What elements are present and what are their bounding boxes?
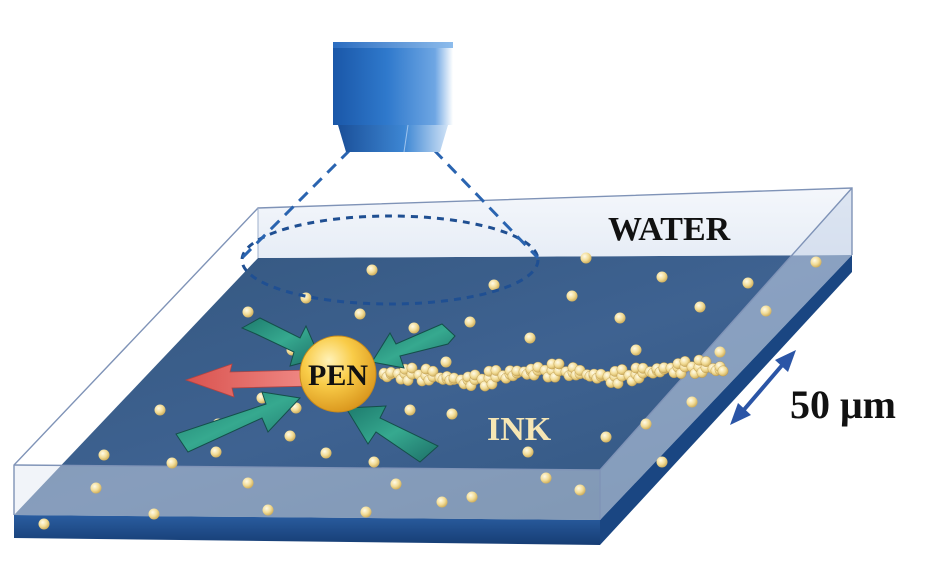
ink-particle [715,347,726,358]
ink-particle [601,432,612,443]
ink-particle [743,278,754,289]
ink-particle [615,313,626,324]
ink-particle [167,458,178,469]
ink-particle [243,478,254,489]
ink-particle [641,419,652,430]
objective-top-rim [333,42,453,48]
water-label: WATER [608,211,731,248]
ink-particle [581,253,592,264]
ink-particle [465,317,476,328]
ink-particle [525,333,536,344]
ink-particle [369,457,380,468]
ink-particle [523,447,534,458]
ink-particle [391,479,402,490]
ink-particle [155,405,166,416]
ink-particle [687,397,698,408]
ink-label: INK [487,411,552,448]
ink-particle [567,291,578,302]
ink-particle [761,306,772,317]
ink-particle [447,409,458,420]
scale-bar-label: 50 μm [790,382,896,427]
trail-particle [718,366,728,376]
ink-particle [441,357,452,368]
water-front-face [14,465,600,520]
ink-particle [321,448,332,459]
pen-label: PEN [308,359,368,392]
pen-particle: PEN [300,336,376,412]
objective-lens-icon [333,42,453,125]
ink-particle [811,257,822,268]
ink-particle [211,447,222,458]
ink-particle [285,431,296,442]
ink-particle [355,309,366,320]
ink-particle [437,497,448,508]
ink-particle [361,507,372,518]
ink-particle [631,345,642,356]
ink-particle [367,265,378,276]
ink-particle [657,457,668,468]
objective-nose [338,125,448,152]
ink-particle [91,483,102,494]
ink-particle [409,323,420,334]
ink-particle [263,505,274,516]
ink-particle [541,473,552,484]
ink-particle [243,307,254,318]
ink-particle [657,272,668,283]
ink-particle [99,450,110,461]
ink-particle [467,492,478,503]
ink-particle [575,485,586,496]
ink-particle [695,302,706,313]
microscope-objective [333,42,453,152]
ink-particle [149,509,160,520]
substrate-front-face [14,515,600,545]
ink-particle [405,405,416,416]
ink-particle [39,519,50,530]
